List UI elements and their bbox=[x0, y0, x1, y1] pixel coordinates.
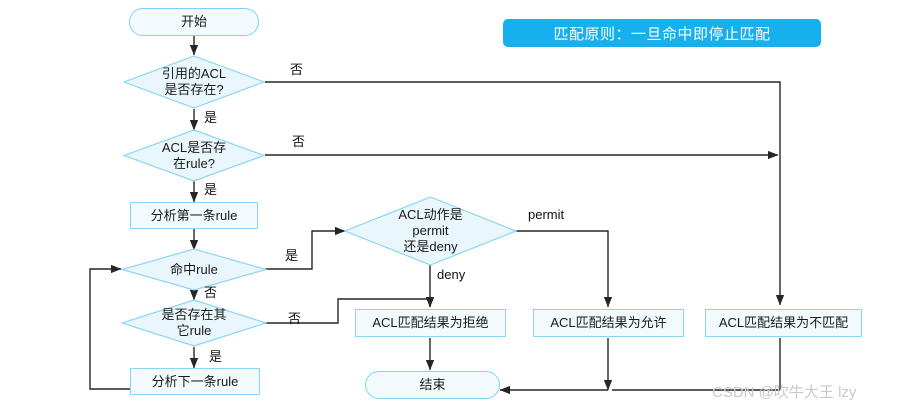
node-decision-hit-rule[interactable]: 命中rule bbox=[121, 248, 267, 291]
node-analyze-next-rule[interactable]: 分析下一条rule bbox=[130, 368, 260, 395]
node-result-nomatch-label: ACL匹配结果为不匹配 bbox=[718, 315, 849, 330]
node-decision-acl-action-label: ACL动作是 permit 还是deny bbox=[398, 207, 463, 254]
node-end[interactable]: 结束 bbox=[365, 371, 500, 399]
edge-nomatch-to-end bbox=[612, 338, 781, 391]
node-decision-acl-exists[interactable]: 引用的ACL 是否存在? bbox=[123, 55, 265, 109]
edge-hit-rule-yes bbox=[265, 226, 346, 270]
edge-next-rule-loop bbox=[89, 264, 147, 390]
edge-action-permit bbox=[516, 230, 613, 308]
node-analyze-first-rule-label: 分析第一条rule bbox=[150, 207, 238, 223]
node-decision-acl-exists-label: 引用的ACL 是否存在? bbox=[161, 66, 227, 97]
edge-label-acl-exists-yes: 是 bbox=[204, 110, 218, 125]
node-result-permit[interactable]: ACL匹配结果为允许 bbox=[533, 309, 684, 337]
edge-label-acl-exists-no: 否 bbox=[290, 62, 304, 77]
node-decision-rule-exists[interactable]: ACL是否存 在rule? bbox=[123, 129, 265, 182]
node-start-label: 开始 bbox=[180, 14, 207, 29]
edge-acl-exists-no bbox=[265, 81, 785, 306]
edge-label-action-deny: deny bbox=[437, 267, 466, 282]
node-decision-hit-rule-label: 命中rule bbox=[170, 261, 218, 277]
node-result-permit-label: ACL匹配结果为允许 bbox=[550, 315, 667, 330]
node-analyze-next-rule-label: 分析下一条rule bbox=[151, 373, 239, 389]
match-principle-banner-text: 匹配原则：一旦命中即停止匹配 bbox=[553, 25, 771, 43]
edge-label-hit-rule-yes: 是 bbox=[285, 248, 299, 263]
node-decision-other-rule-label: 是否存在其 它rule bbox=[161, 307, 227, 338]
node-result-deny[interactable]: ACL匹配结果为拒绝 bbox=[355, 309, 506, 337]
edge-label-other-rule-no: 否 bbox=[288, 311, 302, 326]
edge-label-action-permit: permit bbox=[528, 207, 565, 222]
match-principle-banner: 匹配原则：一旦命中即停止匹配 bbox=[503, 19, 821, 47]
node-end-label: 结束 bbox=[419, 377, 446, 392]
node-decision-rule-exists-label: ACL是否存 在rule? bbox=[161, 139, 227, 171]
node-result-deny-label: ACL匹配结果为拒绝 bbox=[372, 315, 489, 330]
node-decision-other-rule[interactable]: 是否存在其 它rule bbox=[121, 299, 267, 347]
node-decision-acl-action[interactable]: ACL动作是 permit 还是deny bbox=[344, 196, 517, 266]
edge-label-other-rule-yes: 是 bbox=[209, 349, 223, 364]
node-analyze-first-rule[interactable]: 分析第一条rule bbox=[130, 202, 258, 229]
edge-label-rule-exists-yes: 是 bbox=[204, 182, 218, 197]
node-start[interactable]: 开始 bbox=[129, 8, 259, 36]
node-result-nomatch[interactable]: ACL匹配结果为不匹配 bbox=[705, 309, 862, 337]
watermark-text: CSDN @吹牛大王 lzy bbox=[712, 384, 857, 401]
edge-label-hit-rule-no: 否 bbox=[204, 285, 218, 300]
edge-label-rule-exists-no: 否 bbox=[292, 134, 306, 149]
